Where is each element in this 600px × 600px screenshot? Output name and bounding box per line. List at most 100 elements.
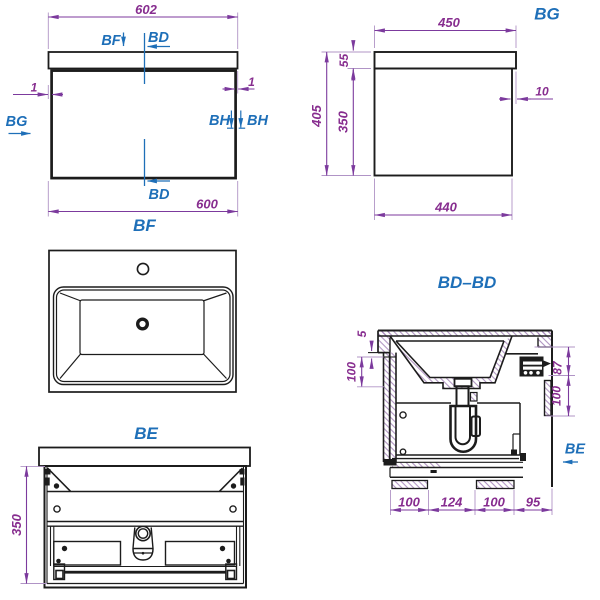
drawing-rect xyxy=(476,480,514,489)
drawing-rect xyxy=(543,379,552,417)
dim-cabinet-height-side: 350 xyxy=(336,68,356,176)
drawing-rect xyxy=(383,459,397,466)
dim-front-clearance-value: 100 xyxy=(345,362,359,382)
drawing-circle xyxy=(141,551,145,555)
drawing-rect xyxy=(392,462,441,467)
marker-section-top-label: BD xyxy=(148,30,169,46)
slide-bar xyxy=(64,570,226,574)
drawing-rect xyxy=(378,330,552,336)
front-worktop xyxy=(47,51,239,70)
dim-total-height: 405 xyxy=(309,51,329,176)
dim-bracket-drop: 87 xyxy=(534,346,575,376)
front-cabinet-body xyxy=(50,69,237,180)
screw-hole-right xyxy=(229,505,237,513)
drawing-rect xyxy=(523,361,542,365)
drawing-rect xyxy=(239,469,245,475)
drawing-circle xyxy=(137,528,149,539)
drawing-path xyxy=(132,548,154,561)
side-view: BG 450 55 350 405 xyxy=(309,5,560,220)
drawing-circle xyxy=(536,371,540,375)
drawing-path xyxy=(449,404,478,454)
dim-cabinet-height-rear: 350 xyxy=(9,465,47,584)
side-view-title: BG xyxy=(534,5,560,24)
marker-section-bottom-bd: BD xyxy=(143,139,170,203)
marker-side-view-bg: BG xyxy=(6,114,31,136)
drawing-line xyxy=(202,353,227,379)
drawing-polygon xyxy=(390,336,512,389)
drawing-line xyxy=(46,467,72,492)
dim-worktop-height-value: 55 xyxy=(337,54,351,68)
wall-bracket xyxy=(519,356,551,377)
brace-screw-left xyxy=(53,483,60,489)
drawing-rect xyxy=(45,477,50,486)
dim-back-overhang: 10 xyxy=(499,71,553,104)
section-view-title: BD–BD xyxy=(438,273,497,292)
basin-bottom-rect xyxy=(79,299,205,356)
dim-total-height-value: 405 xyxy=(309,104,324,127)
dim-overall-width: 602 xyxy=(47,2,239,49)
drawer-screw-right xyxy=(219,545,226,552)
dim-back-panel-height: 100 xyxy=(545,375,575,417)
dim-overhang-left-value: 1 xyxy=(31,81,38,95)
drawing-circle xyxy=(399,448,407,456)
dim-bottom-seg4-value: 95 xyxy=(526,495,541,510)
dim-front-clearance: 100 xyxy=(345,356,384,388)
drawing-line xyxy=(132,527,136,549)
dim-front-lip-value: 5 xyxy=(355,330,369,337)
dim-overhang-right-value: 1 xyxy=(248,75,255,89)
drawing-line xyxy=(59,292,82,302)
drawing-circle xyxy=(399,411,407,419)
drawing-circle xyxy=(529,371,533,375)
rear-view-title: BE xyxy=(134,424,158,443)
dim-cabinet-depth: 440 xyxy=(374,178,513,220)
drawing-rect xyxy=(544,380,551,416)
drawing-rect xyxy=(470,415,481,437)
drawing-rect xyxy=(430,470,437,473)
drawing-rect xyxy=(391,479,429,490)
drawing-rect xyxy=(45,469,51,475)
section-view: BD–BD xyxy=(345,273,586,515)
side-cabinet-body xyxy=(373,67,513,177)
drawing-rect xyxy=(469,391,478,402)
dim-back-overhang-value: 10 xyxy=(535,85,549,99)
basin-rim-outer xyxy=(52,286,234,386)
drawer-left-panel xyxy=(53,540,122,566)
dim-cabinet-height-side-value: 350 xyxy=(336,110,351,132)
drawing-rect xyxy=(453,377,473,388)
drawing-rect xyxy=(392,480,428,489)
front-view: 602 600 1 1 BF xyxy=(6,2,269,235)
marker-rear-view-label: BE xyxy=(565,442,586,458)
screw-hole-left xyxy=(53,505,61,513)
section-basin xyxy=(368,329,553,487)
drawing-circle xyxy=(56,558,61,564)
drawing-line xyxy=(202,292,227,302)
brace-screw-right xyxy=(230,483,237,489)
drawing-circle xyxy=(135,525,152,542)
marker-wall-section-bh: BH BH xyxy=(209,110,268,129)
drawing-polyline xyxy=(395,340,505,379)
dim-bracket-drop-value: 87 xyxy=(551,360,565,375)
marker-section-bottom-label: BD xyxy=(149,187,170,203)
dim-overhang-right: 1 xyxy=(222,71,255,94)
dim-overhang-left: 1 xyxy=(13,81,63,99)
drawing-group xyxy=(45,469,245,564)
marker-top-view-label: BF xyxy=(101,33,121,49)
section-bottom xyxy=(389,457,523,490)
marker-section-top-bd: BD xyxy=(143,30,170,84)
marker-top-view-bf: BF xyxy=(101,32,126,49)
faucet-hole xyxy=(136,262,150,276)
dim-bottom-seg2-value: 124 xyxy=(441,495,463,510)
rear-cabinet-body xyxy=(43,465,247,589)
marker-rear-view-be: BE xyxy=(562,442,586,465)
drawer-right-panel xyxy=(164,540,236,566)
dim-body-width: 600 xyxy=(47,181,239,217)
basin-outer-rect xyxy=(48,249,237,393)
drawing-line xyxy=(218,467,244,492)
drawer-screw-left xyxy=(61,545,68,552)
dim-body-width-value: 600 xyxy=(196,197,218,212)
drawing-polyline xyxy=(389,335,513,390)
marker-wall-section-left-label: BH xyxy=(209,113,230,129)
front-view-title: BF xyxy=(133,216,156,235)
drain-hole xyxy=(135,317,149,331)
